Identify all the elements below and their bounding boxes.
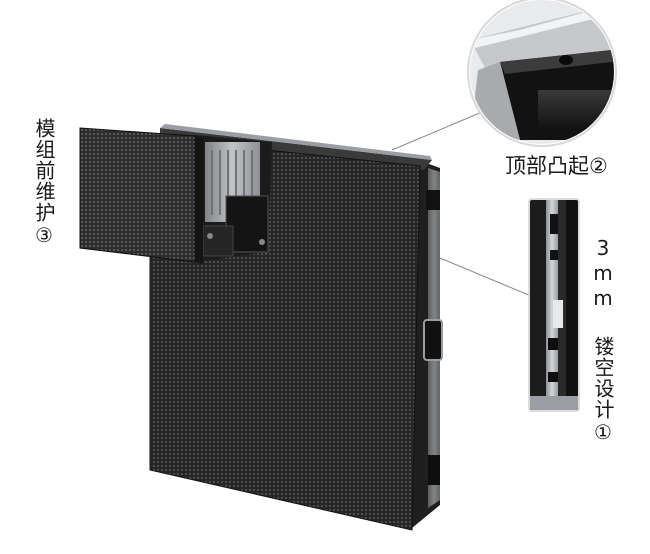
top-bump-label: 顶部凸起② bbox=[505, 154, 608, 178]
cabinet-side-frame bbox=[412, 160, 443, 528]
zoom-callout-rectangle bbox=[528, 198, 580, 412]
zoom-callout-circle bbox=[467, 0, 617, 147]
front-module bbox=[79, 127, 203, 264]
front-maintenance-label: 模组前维护③ bbox=[32, 118, 56, 248]
callout-line-top bbox=[391, 111, 483, 151]
cabinet-interior bbox=[195, 135, 272, 262]
callout-line-side bbox=[439, 257, 532, 297]
hollow-design-label: 3mm 镂空设计① bbox=[591, 236, 615, 445]
